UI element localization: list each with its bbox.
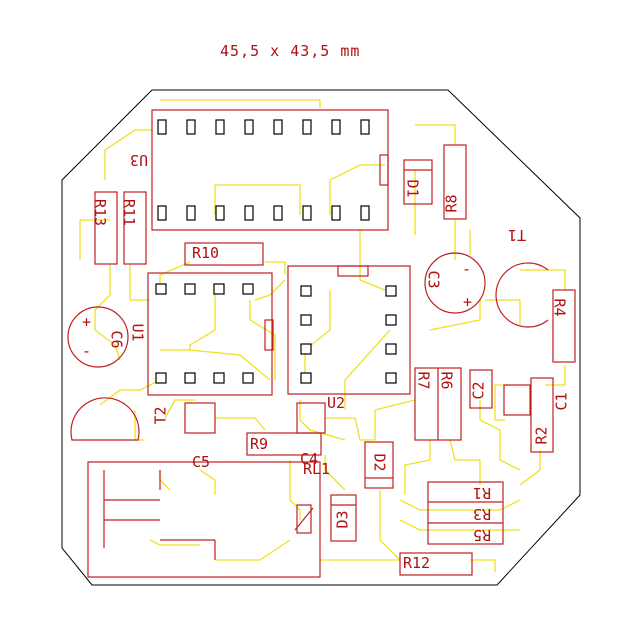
r12-body	[399, 552, 473, 576]
label-c6-plus: +	[82, 313, 92, 331]
pad	[385, 285, 397, 297]
label-r3: R3	[473, 505, 492, 523]
pad	[242, 283, 254, 295]
pad	[360, 119, 370, 135]
pad	[213, 283, 225, 295]
label-d3: D3	[333, 510, 352, 529]
pad	[242, 372, 254, 384]
pad	[184, 283, 196, 295]
label-d1: D1	[403, 179, 422, 198]
label-c2: C2	[469, 381, 488, 400]
label-u1: U1	[128, 323, 147, 342]
rl1-coil	[296, 504, 312, 534]
pad	[385, 343, 397, 355]
c3-body	[424, 252, 486, 314]
r1-r3-r5-body	[427, 481, 504, 545]
r13-body	[94, 191, 118, 265]
pad	[215, 205, 225, 221]
c1-body	[503, 384, 531, 416]
label-t1: T1	[508, 226, 527, 244]
pad	[302, 205, 312, 221]
label-c6: C6	[107, 330, 126, 349]
label-c3-plus: +	[463, 293, 473, 311]
pad	[273, 119, 283, 135]
label-r1: R1	[473, 484, 492, 502]
label-u2: U2	[327, 394, 346, 412]
pad	[385, 372, 397, 384]
pad	[300, 343, 312, 355]
board-dimensions-title: 45,5 x 43,5 mm	[220, 42, 361, 60]
label-r4: R4	[550, 298, 569, 317]
rl1-body	[87, 461, 321, 578]
label-r9: R9	[250, 435, 269, 453]
pad	[244, 205, 254, 221]
r4-body	[552, 289, 576, 363]
pad	[273, 205, 283, 221]
label-c5: C5	[192, 453, 211, 471]
label-r6: R6	[437, 371, 456, 390]
board-outline	[61, 89, 581, 586]
label-r10: R10	[192, 244, 220, 262]
pad	[215, 119, 225, 135]
pad	[300, 314, 312, 326]
c6-body	[67, 306, 129, 368]
r2-body	[530, 377, 554, 453]
r10-body	[184, 242, 264, 266]
pad	[244, 119, 254, 135]
pad	[331, 119, 341, 135]
d1-body	[403, 159, 433, 205]
label-r7: R7	[414, 371, 433, 390]
label-c6-minus: -	[82, 342, 92, 360]
pad	[155, 372, 167, 384]
u3-footprint	[151, 109, 389, 231]
label-r12: R12	[403, 554, 431, 572]
u1-footprint	[147, 272, 274, 396]
pad	[186, 119, 196, 135]
label-c3: C3	[424, 270, 443, 289]
pad	[157, 119, 167, 135]
d2-body	[364, 441, 394, 489]
label-d2: D2	[370, 453, 389, 472]
pad	[300, 372, 312, 384]
label-c4: C4	[300, 450, 319, 468]
label-r2: R2	[532, 426, 551, 445]
pad	[300, 285, 312, 297]
pad	[331, 205, 341, 221]
t2-round-body	[70, 397, 140, 441]
pad	[186, 205, 196, 221]
copper-tracks	[79, 99, 566, 572]
label-rl1: RL1	[303, 460, 331, 478]
label-u3: U3	[130, 151, 149, 169]
pad	[213, 372, 225, 384]
r11-body	[123, 191, 147, 265]
pad	[302, 119, 312, 135]
pad	[360, 205, 370, 221]
label-c1: C1	[552, 392, 571, 411]
u2-small-body	[296, 402, 326, 434]
pad	[385, 314, 397, 326]
label-r13: R13	[91, 198, 110, 227]
label-c3-minus: -	[462, 260, 472, 278]
label-t2: T2	[151, 406, 170, 425]
d3-body	[330, 494, 357, 542]
r8-body	[443, 144, 467, 220]
pad	[184, 372, 196, 384]
pad	[157, 205, 167, 221]
label-r11: R11	[120, 198, 139, 227]
t1-body	[495, 262, 549, 328]
label-r5: R5	[473, 526, 492, 544]
c2-body	[469, 369, 493, 409]
pad	[155, 283, 167, 295]
r9-body	[246, 432, 322, 456]
t2-body	[184, 402, 216, 434]
label-r8: R8	[442, 194, 461, 213]
u2-footprint	[287, 265, 411, 395]
